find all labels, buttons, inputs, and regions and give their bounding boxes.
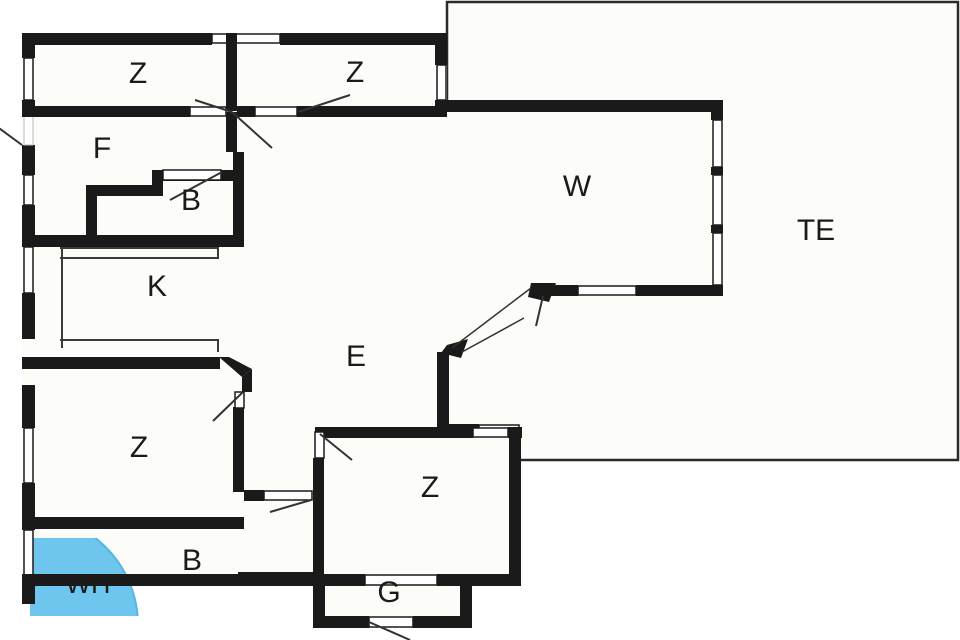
window-zc-top [472,427,509,438]
slider-leaf-1 [535,295,544,327]
kitchen-counter-top [60,247,219,259]
wall-under-zbl [22,517,244,529]
wall-bottom-outer [22,574,315,586]
door-leaf-ztl-2 [231,111,273,149]
door-opening-zc-left [314,431,325,459]
wall-above-zbl [22,357,220,369]
window-w-right-1 [712,119,723,168]
room-label-z-top-right: Z [346,56,364,89]
wall-under-ztl [22,106,190,117]
wall-zbl-diagonal-node [242,369,252,392]
wall-b-step [86,170,244,240]
room-label-f-hall: F [93,132,111,165]
wall-w-right-seg-1 [711,110,723,120]
wall-w-right-seg-3 [711,225,723,233]
wall-corridor-stub [245,490,263,501]
wall-z-divider-upper [226,33,237,111]
wall-w-bottom-seg-1 [636,285,723,296]
fixture-lines [60,247,219,352]
wall-fb-right [233,152,244,240]
door-opening-ztl [189,106,227,117]
window-w-bottom [577,285,637,296]
window-left-5 [23,529,34,577]
wall-under-fb [35,235,244,247]
door-leaf-zbl [212,391,244,422]
wall-zc-left [313,458,324,586]
wall-left-seg-4 [22,205,35,247]
door-opening-b-upper [162,169,222,181]
room-label-z-top-left: Z [129,57,147,90]
room-label-z-center: Z [421,471,439,504]
wall-under-ztr-seg-2 [297,106,447,117]
wall-w-bottom-seg-2 [540,285,578,296]
door-leaf-g [368,621,411,640]
wall-e-right [437,352,449,424]
window-left-4 [23,427,34,484]
wall-w-top [435,100,723,112]
room-label-k-kitchen: K [147,270,167,303]
window-left-1 [23,57,34,101]
door-leaf-ztr [297,94,351,113]
room-label-whirlpool: WH [66,569,111,599]
wall-under-ztr-seg-1 [237,106,255,117]
room-label-g-wc: G [377,576,400,609]
kitchen-counter-bottom [60,339,219,352]
window-w-right-2 [712,174,723,226]
wall-zc-top-seg-1 [315,427,473,438]
door-leaf-b-upper [169,171,223,201]
room-label-b-bath-lower: B [182,544,202,577]
window-w-right-3 [712,232,723,286]
wall-zbl-diagonal [219,357,252,377]
wall-top-seg-2 [280,33,447,45]
walls [22,33,723,628]
door-swings [0,94,544,640]
wall-zc-bottom-seg-2 [437,574,521,586]
room-label-te-terrace: TE [797,214,835,247]
room-labels: Z Z F B K E W TE Z Z B G WH [66,56,836,609]
wall-left-seg-6 [22,385,35,428]
entrance-door-opening [23,113,34,146]
window-left-2 [23,174,34,206]
wall-top-seg-1 [22,33,212,45]
wall-zc-right [509,427,521,577]
window-zc-bottom [364,574,438,586]
wall-zc-bottom-seg-1 [313,574,365,586]
room-label-z-bottom-left: Z [130,431,148,464]
wall-g-bottom-seg-2 [413,616,472,628]
door-leaf-entrance [0,127,23,146]
door-opening-b-lower [263,490,313,501]
slider-line-1 [451,287,532,349]
wall-g-bottom-seg-1 [313,616,369,628]
window-left-3 [23,246,34,294]
wall-zright-seg-1 [435,33,447,65]
window-right-z [436,64,447,101]
door-leaf-ztl [194,99,233,113]
window-top-1 [211,33,281,44]
wall-zbl-right [233,407,244,492]
room-label-w-living-wing: W [563,170,592,203]
room-label-e-living: E [346,340,366,373]
wall-left-seg-3 [22,145,35,175]
door-leaf-zc [319,433,353,461]
wall-z-divider-lower [226,112,237,152]
slider-leaf-2 [461,317,525,353]
wall-w-right-seg-2 [711,167,723,175]
wall-diagonal-node-upper [528,283,556,302]
door-opening-ztr [254,106,298,117]
wall-left-seg-5 [22,293,35,339]
room-label-b-bath-upper: B [181,184,201,217]
door-leaf-corridor [269,499,312,513]
